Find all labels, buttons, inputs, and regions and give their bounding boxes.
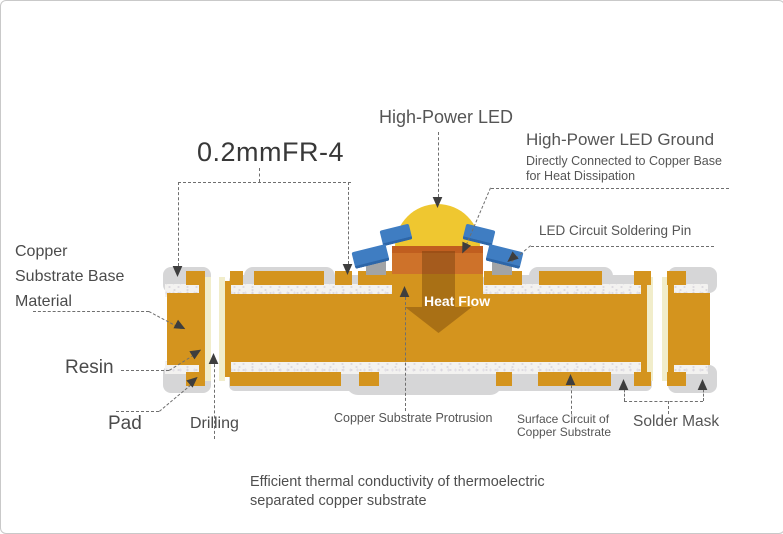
arrowhead-up-icon [618, 379, 629, 390]
fr4-layer-main-bottom [230, 361, 642, 374]
arrowhead-up-icon [208, 353, 219, 364]
label-surface-circuit: Surface Circuit of Copper Substrate [517, 412, 612, 439]
led-ground-slug [392, 253, 483, 274]
label-soldering-pin: LED Circuit Soldering Pin [539, 223, 692, 238]
fr4-bracket-line [178, 182, 351, 183]
pad-top-3 [254, 271, 324, 285]
solder-mask-leader-left [624, 385, 625, 401]
pad-top-2 [230, 271, 243, 285]
arrowhead-up-icon [399, 286, 410, 297]
pad-top-1 [186, 271, 205, 285]
label-solder-mask: Solder Mask [633, 413, 720, 430]
led-ground-slug-top [392, 246, 483, 254]
label-protrusion: Copper Substrate Protrusion [334, 411, 493, 425]
pad-bottom-4 [496, 372, 512, 386]
pad-top-6 [634, 271, 651, 285]
fr4-bracket-right-leader [348, 182, 349, 264]
pad-bottom-6 [634, 372, 651, 386]
solder-mask-bracket-stub [668, 401, 669, 414]
resin-strip-3 [647, 277, 653, 381]
pad-bottom-7 [667, 372, 686, 386]
led-leader [438, 132, 439, 197]
label-pad: Pad [108, 413, 142, 434]
copper-core-right [672, 293, 710, 365]
solder-mask-leader-right [703, 385, 704, 401]
heat-flow-arrow-shaft [422, 251, 455, 307]
fr4-bracket-left-leader [178, 182, 179, 266]
solder-mask-bracket-h [624, 401, 703, 402]
copper-edge-strip-1 [199, 281, 205, 377]
label-high-power-led: High-Power LED [379, 107, 514, 127]
label-fr4-thickness: 0.2mmFR-4 [197, 137, 345, 167]
pad-top-5 [539, 271, 602, 285]
arrowhead-up-icon [697, 379, 708, 390]
resin-strip-2 [219, 277, 225, 381]
label-base-material: Copper Substrate Base Material [15, 243, 125, 310]
pad-bottom-5 [538, 372, 611, 386]
pad-leader-h [116, 411, 159, 412]
label-drilling: Drilling [190, 415, 239, 432]
arrowhead-up-icon [565, 374, 576, 385]
soldering-pin-leader-h [531, 246, 714, 247]
pad-bottom-3 [359, 372, 379, 386]
drilling-leader [214, 359, 215, 439]
resin-leader-h [121, 370, 169, 371]
heat-flow-label: Heat Flow [424, 293, 491, 309]
pad-top-7 [667, 271, 686, 285]
resin-strip-4 [662, 277, 668, 381]
fr4-bracket-stub [259, 168, 260, 182]
label-resin: Resin [65, 357, 114, 378]
label-led-ground-title: High-Power LED Ground [526, 130, 715, 149]
pad-top-4 [335, 271, 352, 285]
protrusion-leader [405, 292, 406, 411]
surface-circuit-leader [571, 380, 572, 414]
copper-edge-strip-4 [668, 281, 674, 377]
pad-bottom-2 [230, 372, 341, 386]
label-led-ground-subtitle: Directly Connected to Copper Base for He… [526, 154, 722, 183]
copper-edge-strip-3 [641, 281, 647, 377]
led-ground-leader-h [491, 188, 729, 189]
resin-strip-1 [205, 277, 211, 381]
base-material-leader-h [33, 311, 149, 312]
caption: Efficient thermal conductivity of thermo… [250, 474, 545, 509]
copper-core-main [228, 294, 643, 362]
